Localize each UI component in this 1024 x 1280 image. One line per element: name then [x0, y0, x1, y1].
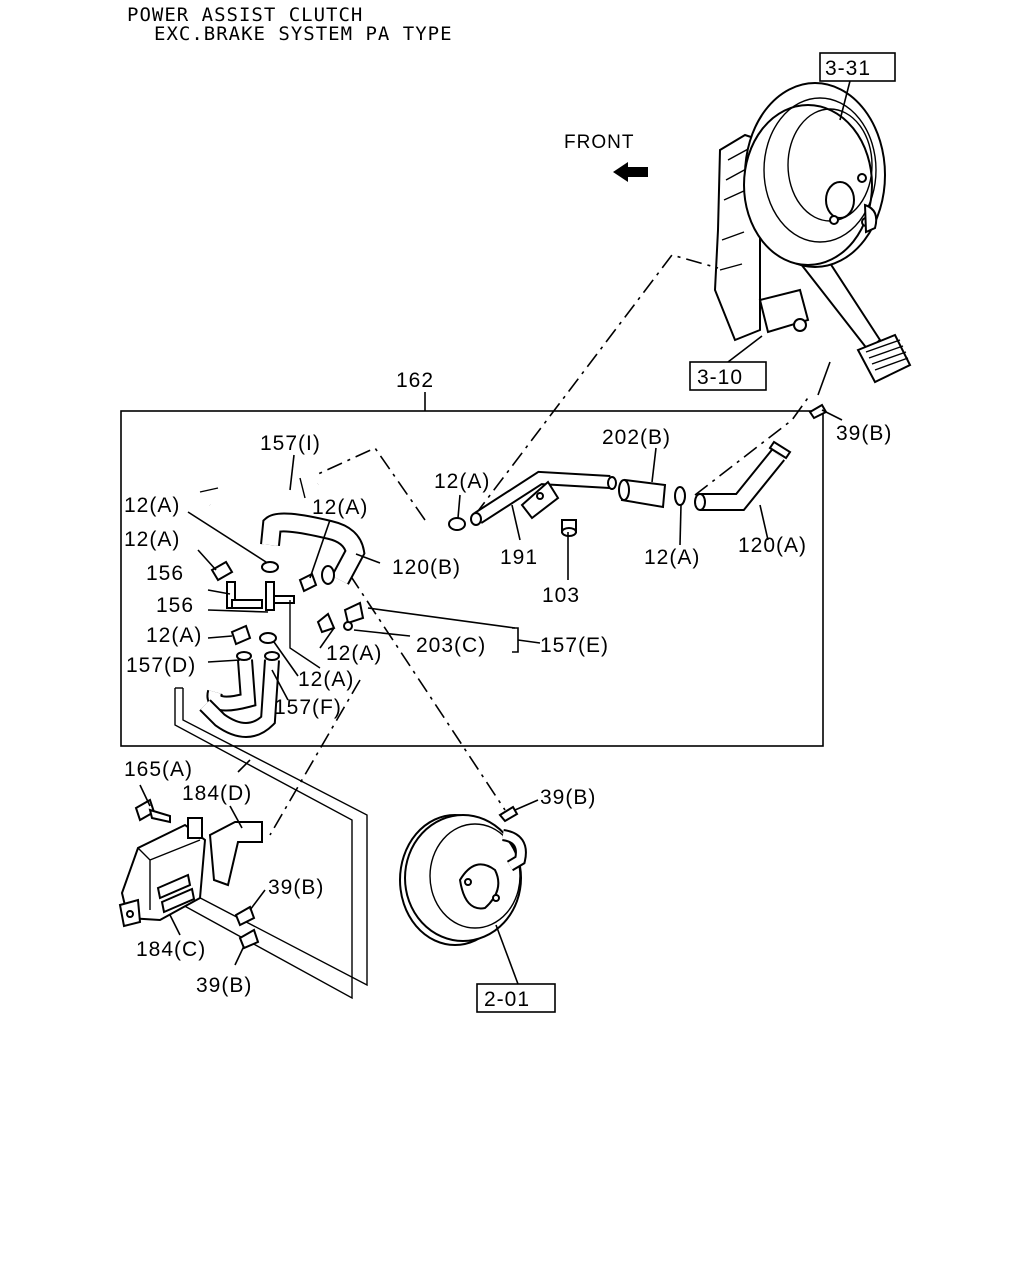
- label-157-i: 157(I): [260, 432, 321, 455]
- hose-157-d-f[interactable]: [199, 651, 280, 738]
- clamp-12a-right[interactable]: [674, 486, 686, 506]
- label-12a-2: 12(A): [124, 528, 180, 551]
- hose-202-b[interactable]: [618, 478, 667, 509]
- label-156-1: 156: [146, 562, 184, 585]
- hose-120-a[interactable]: [694, 440, 792, 511]
- ref-3-10[interactable]: 3-10: [697, 366, 743, 389]
- reservoir-184-c[interactable]: [118, 823, 207, 928]
- label-157-d: 157(D): [126, 654, 196, 677]
- label-191: 191: [500, 546, 538, 569]
- label-39b-3: 39(B): [268, 876, 324, 899]
- label-156-2: 156: [156, 594, 194, 617]
- label-12a-3: 12(A): [146, 624, 202, 647]
- ref-box-2-01[interactable]: [476, 983, 556, 1013]
- label-12a-4: 12(A): [312, 496, 368, 519]
- label-184-d: 184(D): [182, 782, 252, 805]
- bracket-184-d[interactable]: [187, 817, 263, 887]
- clutch-booster-assembly: [713, 82, 912, 384]
- label-157-f: 157(F): [274, 696, 342, 719]
- label-202-b: 202(B): [602, 426, 671, 449]
- hose-157-i[interactable]: [199, 477, 306, 499]
- fitting-cluster: [210, 560, 353, 669]
- clip-39b-lower1[interactable]: [234, 905, 256, 927]
- label-165-a: 165(A): [124, 758, 193, 781]
- ref-3-31[interactable]: 3-31: [825, 57, 871, 80]
- pipe-191[interactable]: [470, 470, 617, 526]
- booster-2-01[interactable]: [399, 814, 527, 946]
- long-pipes: [169, 687, 368, 1000]
- label-120-b: 120(B): [392, 556, 461, 579]
- label-184-c: 184(C): [136, 938, 206, 961]
- ref-2-01[interactable]: 2-01: [484, 988, 530, 1011]
- grommet-103[interactable]: [561, 519, 577, 537]
- label-12a-7: 12(A): [326, 642, 382, 665]
- label-39b-2: 39(B): [540, 786, 596, 809]
- label-120-a: 120(A): [738, 534, 807, 557]
- front-arrow-icon: [613, 162, 648, 182]
- label-157-e: 157(E): [540, 634, 609, 657]
- ref-box-3-31[interactable]: [819, 52, 896, 82]
- label-39b-1: 39(B): [836, 422, 892, 445]
- bolt-165-a[interactable]: [134, 798, 171, 824]
- group-162-box: [120, 410, 824, 747]
- label-162: 162: [396, 369, 434, 392]
- leader-lines: [139, 409, 843, 966]
- label-12a-5: 12(A): [434, 470, 490, 493]
- front-label: FRONT: [564, 132, 634, 153]
- diagram-title-line2: EXC.BRAKE SYSTEM PA TYPE: [154, 23, 453, 45]
- label-12a-6: 12(A): [644, 546, 700, 569]
- clip-39b-lower2[interactable]: [238, 928, 260, 950]
- label-203-c: 203(C): [416, 634, 486, 657]
- label-39b-4: 39(B): [196, 974, 252, 997]
- clamp-12a-pipe[interactable]: [448, 517, 466, 531]
- label-12a-1: 12(A): [124, 494, 180, 517]
- hose-120-b[interactable]: [260, 512, 366, 625]
- label-103: 103: [542, 584, 580, 607]
- diagram-title-line1: POWER ASSIST CLUTCH: [127, 4, 363, 26]
- label-12a-8: 12(A): [298, 668, 354, 691]
- clip-39b-mid[interactable]: [498, 805, 519, 823]
